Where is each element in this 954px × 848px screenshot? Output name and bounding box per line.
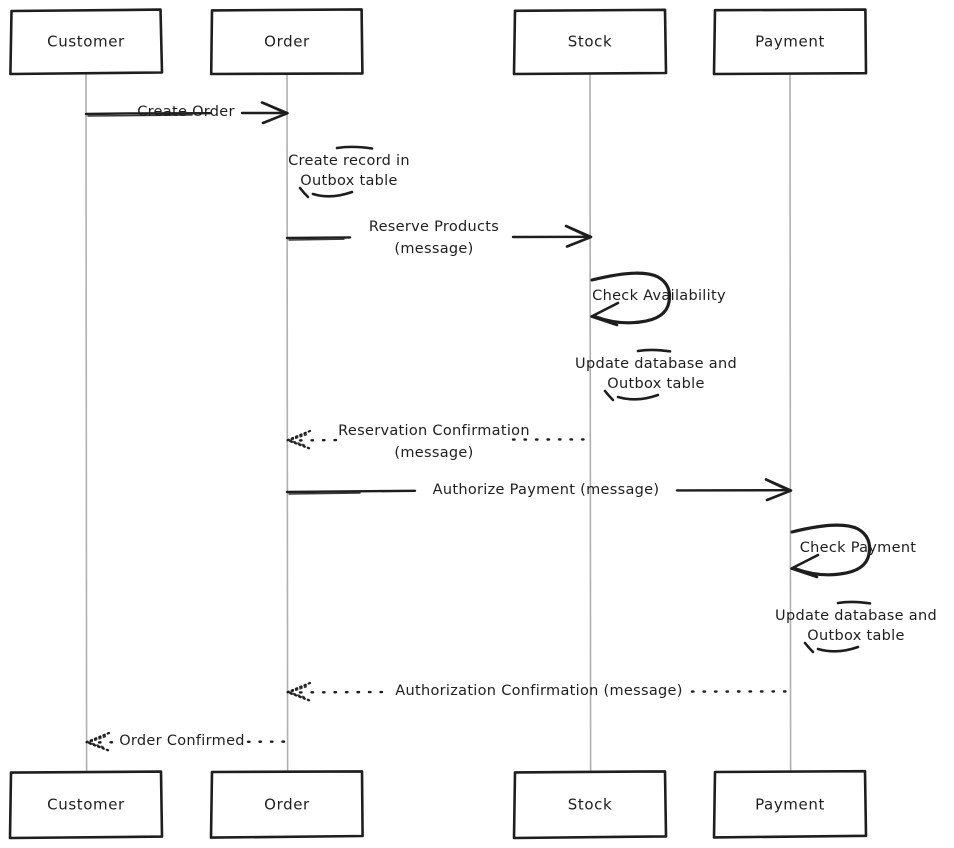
participant-label-stock-top: Stock: [568, 33, 613, 51]
note-line-1: Update database and: [775, 608, 937, 624]
lifeline-customer: [85, 73, 88, 773]
message-line-sketch: [87, 114, 193, 117]
message-authorize-payment[interactable]: Authorize Payment (message): [285, 478, 793, 502]
note-tick-squiggle: [803, 641, 815, 654]
message-label-create-order: Create Order: [137, 104, 235, 120]
message-create-order[interactable]: Create Order: [84, 101, 289, 125]
participant-label-payment-bottom: Payment: [755, 796, 825, 814]
participant-box-rect: [512, 770, 668, 840]
lifeline-payment: [789, 73, 792, 773]
arrow-head-left-sketch: [287, 433, 308, 448]
arrow-head-left-sketch: [287, 685, 308, 700]
note-tick-squiggle: [298, 186, 310, 199]
participant-box-payment-top[interactable]: Payment: [712, 8, 868, 76]
participant-box-order-bottom[interactable]: Order: [209, 770, 364, 839]
lifelines-group: [85, 73, 792, 773]
message-label-authorize-payment: Authorize Payment (message): [433, 482, 660, 498]
note-overline-squiggle: [335, 145, 374, 150]
note-line-2: Outbox table: [607, 376, 704, 392]
self-message-check-availability[interactable]: Check Availability: [590, 271, 726, 327]
note-tick-squiggle: [603, 389, 615, 402]
participant-box-customer-bottom[interactable]: Customer: [8, 770, 164, 840]
participant-box-rect: [712, 769, 868, 839]
participant-box-order-top[interactable]: Order: [209, 8, 364, 76]
message-reserve-products[interactable]: Reserve Products (message): [285, 219, 593, 257]
participant-box-rect: [512, 8, 668, 76]
arrow-head-right-sketch: [568, 226, 591, 239]
participant-label-customer-top: Customer: [47, 33, 125, 51]
note-underline-squiggle: [816, 645, 860, 653]
note-payment-update-database: Update database and Outbox table: [775, 600, 937, 654]
note-underline-squiggle: [311, 190, 354, 198]
lifeline-stock: [589, 73, 592, 773]
message-label-order-confirmed: Order Confirmed: [119, 733, 245, 749]
message-reservation-confirmation[interactable]: Reservation Confirmation (message): [286, 423, 591, 461]
lifeline-order: [286, 73, 289, 773]
participant-label-customer-bottom: Customer: [47, 796, 125, 814]
note-order-create-outbox-record: Create record in Outbox table: [288, 145, 410, 199]
participant-label-payment-top: Payment: [755, 33, 825, 51]
note-stock-update-database: Update database and Outbox table: [575, 348, 737, 402]
note-line-1: Create record in: [288, 153, 410, 169]
message-label-reserve-products-sub: (message): [394, 241, 473, 257]
participant-box-rect: [9, 8, 164, 76]
participant-box-customer-top[interactable]: Customer: [9, 8, 164, 76]
self-message-label-check-payment: Check Payment: [800, 540, 917, 556]
message-label-reserve-products: Reserve Products: [369, 219, 499, 235]
message-line: [84, 112, 212, 116]
self-loop-curve: [790, 523, 872, 577]
note-overline-squiggle: [836, 600, 872, 605]
message-line-left: [285, 236, 352, 240]
message-authorization-confirmation[interactable]: Authorization Confirmation (message): [286, 681, 791, 703]
participant-box-rect: [209, 8, 364, 76]
participant-box-rect: [209, 770, 364, 839]
participant-box-stock-bottom[interactable]: Stock: [512, 770, 668, 840]
participant-label-stock-bottom: Stock: [568, 796, 613, 814]
participant-box-payment-bottom[interactable]: Payment: [712, 769, 868, 839]
arrow-head-left-sketch: [86, 735, 107, 750]
note-line-1: Update database and: [575, 356, 737, 372]
arrow-head-right-sketch: [768, 480, 791, 493]
participant-label-order-bottom: Order: [264, 796, 310, 814]
message-line-sketch: [288, 492, 361, 495]
message-line-sketch: [288, 238, 345, 241]
note-line-2: Outbox table: [300, 173, 397, 189]
message-label-reservation-confirmation: Reservation Confirmation: [338, 423, 530, 439]
participant-box-rect: [8, 770, 164, 840]
note-overline-squiggle: [636, 348, 672, 353]
message-label-reservation-confirmation-sub: (message): [394, 445, 473, 461]
message-label-authorization-confirmation: Authorization Confirmation (message): [395, 683, 682, 699]
self-message-label-check-availability: Check Availability: [592, 288, 726, 304]
note-line-2: Outbox table: [807, 628, 904, 644]
message-line-left: [285, 489, 417, 494]
participant-label-order-top: Order: [264, 33, 310, 51]
message-order-confirmed[interactable]: Order Confirmed: [85, 731, 290, 753]
self-message-check-payment[interactable]: Check Payment: [790, 523, 917, 579]
arrow-head-right-sketch: [264, 102, 288, 115]
self-loop-arrow-head: [790, 553, 820, 579]
self-loop-arrow-head: [590, 301, 620, 327]
self-loop-curve: [590, 271, 672, 325]
participant-box-rect: [712, 8, 868, 76]
participant-box-stock-top[interactable]: Stock: [512, 8, 668, 76]
note-underline-squiggle: [616, 393, 660, 401]
